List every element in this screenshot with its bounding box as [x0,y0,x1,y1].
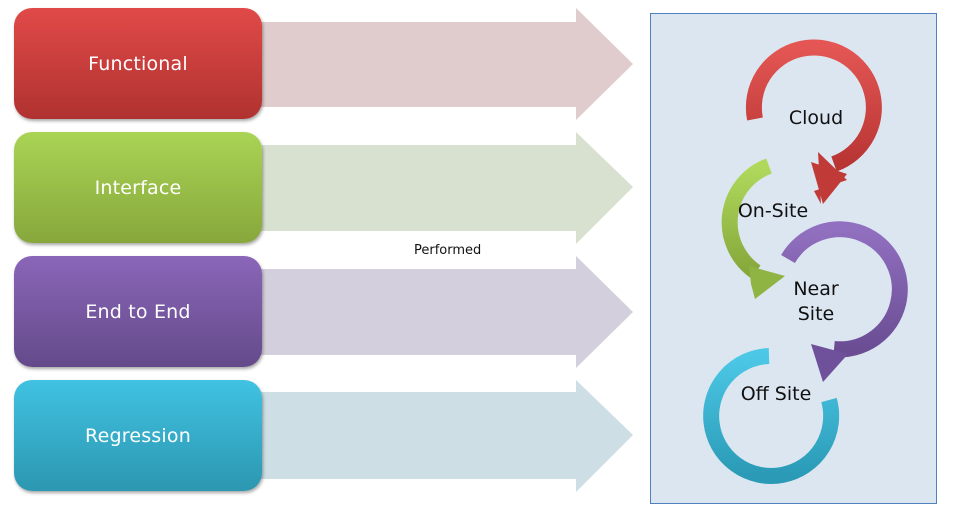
cloud-cycle-arrow [745,39,882,204]
category-row-end-to-end: End to End [0,248,640,368]
arrow-shape [255,256,633,368]
category-row-functional: Functional [0,0,640,120]
category-box-regression: Regression [14,380,262,491]
performed-label: Performed [414,243,482,258]
near-site-line1: Near [793,278,839,300]
category-label: Regression [85,424,191,447]
location-label-cloud: Cloud [788,107,844,129]
cycle-arrows [703,39,908,484]
near-site-cycle-arrow [781,221,908,382]
category-label: Interface [94,176,182,199]
category-label: End to End [85,300,191,323]
arrow-shape [255,8,633,120]
location-label-on-site: On-Site [737,200,809,222]
arrow-interface [255,132,633,244]
on-site-cycle-arrow [721,158,785,299]
arrow-shape [255,132,633,244]
location-label-off-site: Off Site [740,383,812,405]
location-panel: Cloud On-Site Near Site Off Site [650,13,937,504]
arrow-shape [255,380,633,492]
arrow-functional [255,8,633,120]
off-site-cycle-arrow [703,348,840,484]
category-box-interface: Interface [14,132,262,243]
category-box-end-to-end: End to End [14,256,262,367]
category-row-interface: Interface [0,124,640,244]
arrow-regression [255,380,633,492]
arrow-end-to-end [255,256,633,368]
category-label: Functional [88,52,188,75]
category-box-functional: Functional [14,8,262,119]
category-row-regression: Regression [0,372,640,492]
location-label-near-site: Near Site [781,277,851,327]
near-site-line2: Site [797,303,835,325]
